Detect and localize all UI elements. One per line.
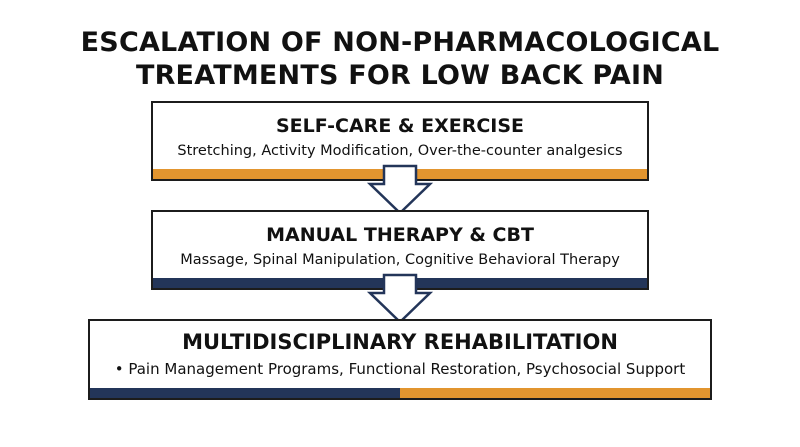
diagram-title: ESCALATION OF NON-PHARMACOLOGICAL TREATM… <box>0 26 800 92</box>
step-3-heading: MULTIDISCIPLINARY REHABILITATION <box>182 330 618 354</box>
down-arrow-icon <box>366 273 434 324</box>
step-1-description: Stretching, Activity Modification, Over-… <box>177 143 623 159</box>
down-arrow-icon <box>366 164 434 215</box>
step-3-accent-bar-orange <box>400 388 710 398</box>
title-line-2: TREATMENTS FOR LOW BACK PAIN <box>135 60 665 91</box>
title-line-1: ESCALATION OF NON-PHARMACOLOGICAL <box>80 27 720 58</box>
step-3-description: • Pain Management Programs, Functional R… <box>114 360 686 378</box>
step-2-heading: MANUAL THERAPY & CBT <box>266 224 534 246</box>
step-3-accent-bar-navy <box>90 388 400 398</box>
step-multidisciplinary-rehabilitation: MULTIDISCIPLINARY REHABILITATION • Pain … <box>88 319 712 400</box>
step-2-description: Massage, Spinal Manipulation, Cognitive … <box>180 252 620 268</box>
step-1-heading: SELF-CARE & EXERCISE <box>275 115 525 137</box>
